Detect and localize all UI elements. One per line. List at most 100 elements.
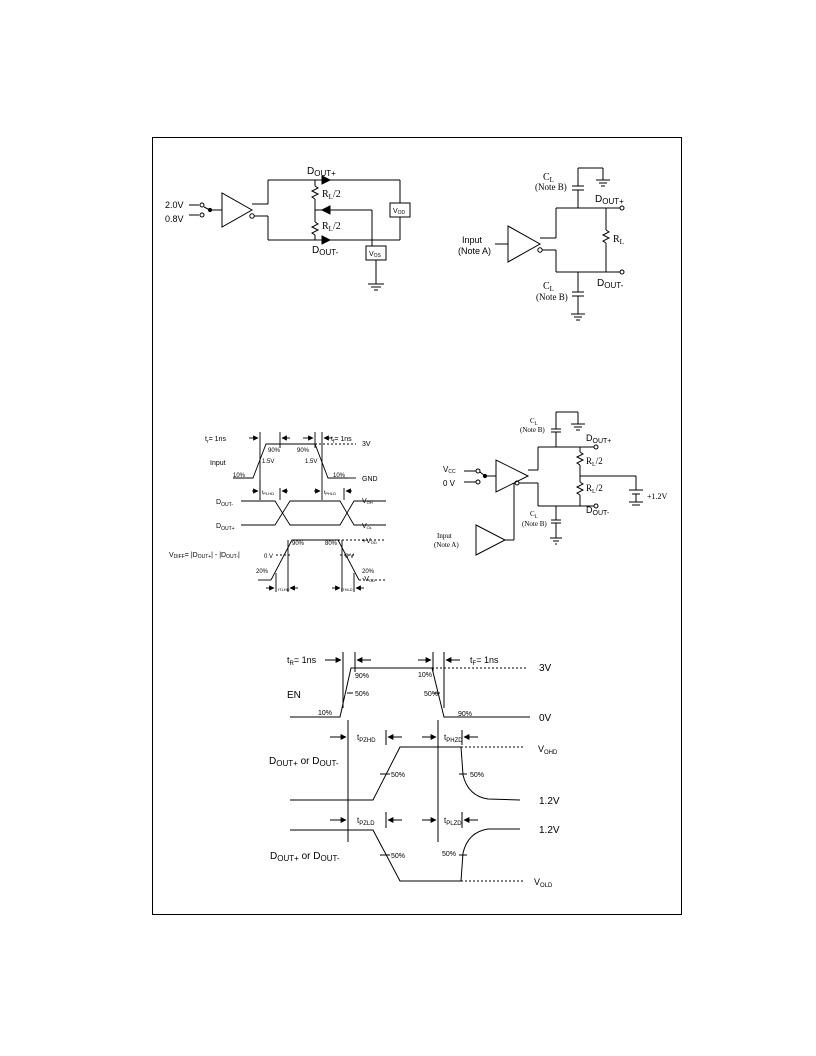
vol-label: VOL [362, 523, 373, 530]
ttlhd-label: tTLHD [278, 587, 290, 592]
driver-triangle [495, 459, 530, 493]
propagation-labels: tr= 1ns tf= 1ns 3V GND Input 90% 90% 1.5… [169, 436, 378, 592]
rl-half-lower-label: RL/2 [322, 221, 341, 233]
note-a-label: (Note A) [434, 541, 459, 549]
note-b-bottom: (Note B) [536, 292, 568, 302]
dout-label-high: DOUT+ or DOUT- [269, 756, 339, 768]
tplhd-label: tPLHD [262, 490, 274, 496]
v0-label: 0V [539, 713, 552, 724]
v15-right: 1.5V [305, 459, 317, 465]
input-high-label: 2.0V [165, 200, 184, 210]
dout-plus-label: DOUT+ [307, 166, 336, 178]
pct50-fall: 50% [424, 691, 438, 698]
tphzd-label: tPHZD [444, 733, 463, 744]
zero-v-label: 0 V [443, 479, 456, 488]
vod-vos-test-circuit [189, 175, 411, 291]
en-trace [290, 667, 530, 718]
tr-label: tr= 1ns [205, 436, 226, 445]
tr-label: tR= 1ns [287, 655, 317, 667]
dout-plus-label: DOUT+ [216, 523, 235, 532]
vod-meter-label: VOD [393, 208, 406, 216]
pct90-fall: 90% [458, 711, 472, 718]
driver-triangle [221, 192, 254, 228]
pct20-left: 20% [256, 569, 269, 575]
pct50-high-rise: 50% [391, 772, 405, 779]
pct10-fall: 10% [418, 672, 432, 679]
enable-driver-triangle [475, 524, 507, 556]
load-test-circuit [495, 167, 625, 321]
rl-label: RL [613, 234, 624, 246]
vdiff-equation: VDIFF= |DOUT+| - |DOUT-| [169, 552, 240, 560]
tpzld-label: tPZLD [357, 816, 375, 827]
enable-waveform [290, 652, 530, 882]
dout-label-low: DOUT+ or DOUT- [270, 851, 340, 863]
enable-waveform-labels: tR= 1ns tF= 1ns 3V 0V EN 90% 10% 50% 50%… [269, 655, 560, 889]
vcc-label: VCC [443, 465, 456, 475]
tplzd-label: tPLZD [444, 816, 462, 827]
enable-test-circuit [464, 411, 643, 556]
gnd-label: GND [362, 476, 378, 483]
vod-meter [389, 202, 411, 218]
pct10-rise: 10% [318, 710, 332, 717]
cl-top-label: CL [530, 417, 538, 427]
tphld-label: tPHLD [324, 490, 336, 496]
enable-circuit-labels: CL (Note B) DOUT+ RL/2 RL/2 DOUT- +1.2V … [434, 417, 668, 549]
vos-meter-label: VOS [369, 251, 382, 259]
dout-minus-label: DOUT- [216, 499, 233, 508]
dout-minus-label: DOUT- [586, 505, 610, 517]
dout-minus-label: DOUT- [312, 245, 339, 257]
v15-left: 1.5V [262, 459, 274, 465]
pct50-rise: 50% [355, 691, 369, 698]
tthld-label: tTHLD [341, 587, 353, 592]
dout-minus-label: DOUT- [597, 278, 624, 290]
tpzhd-label: tPZHD [357, 733, 376, 744]
vold-label: VOLD [534, 877, 553, 889]
input-label: Input [437, 532, 452, 540]
note-b-bottom: (Note B) [522, 520, 547, 528]
propagation-waveform [233, 432, 386, 592]
note-a-label: (Note A) [458, 246, 491, 256]
input-trace [233, 443, 348, 479]
vod-neg-label: -VOD [362, 576, 375, 583]
pct50-low-rise: 50% [442, 851, 456, 858]
pct50-low-fall: 50% [391, 853, 405, 860]
input-low-label: 0.8V [165, 214, 184, 224]
driver-triangle [507, 225, 542, 263]
pct90-right: 90% [297, 448, 310, 454]
pct10-right: 10% [333, 473, 346, 479]
note-b-top: (Note B) [535, 182, 567, 192]
vohd-label: VOHD [538, 744, 558, 756]
input-label: Input [210, 460, 226, 467]
note-b-top: (Note B) [520, 426, 545, 434]
input-label: Input [462, 235, 483, 245]
load-circuit-labels: CL (Note B) DOUT+ RL DOUT- CL (Note B) I… [458, 172, 624, 302]
en-label: EN [287, 690, 301, 701]
tf-label: tf= 1ns [331, 436, 352, 445]
v12-label: +1.2V [647, 492, 668, 501]
pct90-rise: 90% [355, 673, 369, 680]
figure-frame [152, 137, 682, 915]
rl-half-upper-label: RL/2 [322, 189, 341, 201]
voh-label: VOH [362, 498, 373, 505]
v3-label: 3V [362, 441, 371, 448]
v12-label-upper: 1.2V [539, 796, 560, 807]
vod-vos-labels: 2.0V 0.8V DOUT+ DOUT- RL/2 RL/2 VOD VOS [165, 166, 406, 259]
pct90-left: 90% [268, 448, 281, 454]
v12-label-lower: 1.2V [539, 825, 560, 836]
rl-half-upper: RL/2 [586, 456, 603, 468]
cl-top-label: CL [543, 172, 554, 184]
dout-plus-label: DOUT+ [595, 194, 624, 206]
pct80-vdiff: 80% [325, 541, 338, 547]
vod-pos-label: +VOD [362, 538, 377, 545]
zero-v-right: 0 V [345, 554, 354, 560]
pct20-right: 20% [362, 569, 375, 575]
pct90-vdiff: 90% [292, 541, 305, 547]
zero-v-left: 0 V [264, 554, 273, 560]
pct50-high-fall: 50% [470, 772, 484, 779]
dout-plus-label: DOUT+ [586, 433, 611, 445]
rl-half-lower: RL/2 [586, 483, 603, 495]
tf-label: tF= 1ns [470, 655, 499, 667]
cl-bottom-label: CL [543, 281, 554, 293]
cl-bottom-label: CL [530, 510, 538, 520]
